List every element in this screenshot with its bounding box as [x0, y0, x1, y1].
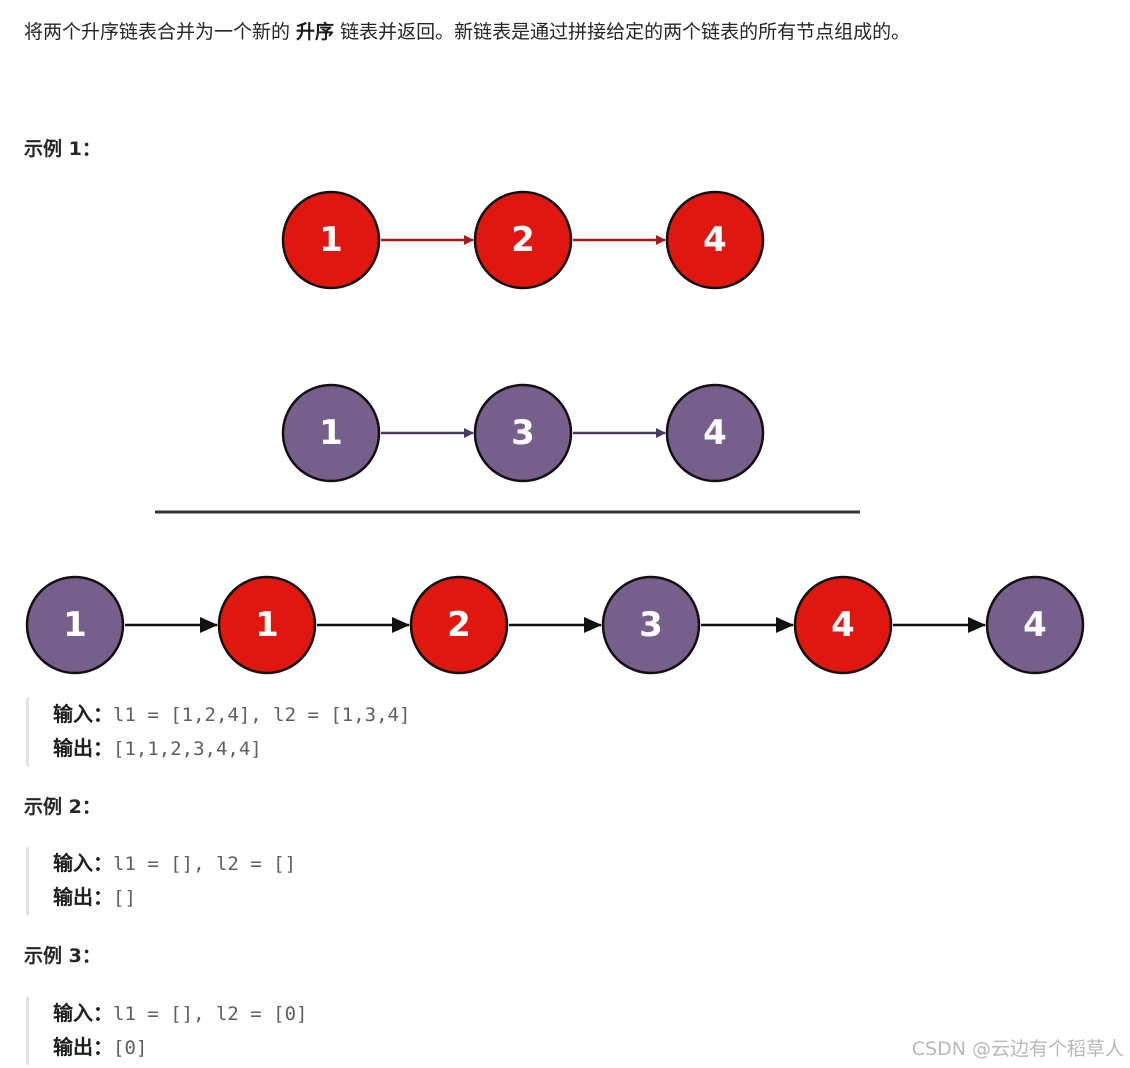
list2-node-1: 1 — [281, 383, 381, 483]
merged-node-4: 3 — [601, 575, 701, 675]
output-value: [0] — [113, 1037, 148, 1059]
output-value: [1,1,2,3,4,4] — [113, 738, 262, 760]
list1-node-1: 1 — [281, 190, 381, 290]
node-circle — [473, 190, 573, 290]
node-value: 3 — [639, 605, 663, 645]
node-circle — [985, 575, 1085, 675]
output-label: 输出： — [53, 885, 113, 909]
list2-node-3: 4 — [665, 383, 765, 483]
example-2-heading: 示例 2： — [24, 796, 101, 818]
merged-node-2: 1 — [217, 575, 317, 675]
example-3-input: 输入：l1 = [], l2 = [0] — [53, 997, 307, 1031]
node-value: 1 — [255, 605, 279, 645]
input-value: l1 = [1,2,4], l2 = [1,3,4] — [113, 704, 411, 726]
example-1-io-block: 输入：l1 = [1,2,4], l2 = [1,3,4] 输出：[1,1,2,… — [26, 698, 410, 766]
merge-lists-diagram: 1 2 4 1 3 4 1 1 2 3 4 4 — [25, 190, 1085, 675]
output-label: 输出： — [53, 736, 113, 760]
node-circle — [217, 575, 317, 675]
node-value: 4 — [1023, 605, 1047, 645]
merged-node-1: 1 — [25, 575, 125, 675]
list1-node-3: 4 — [665, 190, 765, 290]
node-circle — [793, 575, 893, 675]
example-2-input: 输入：l1 = [], l2 = [] — [53, 847, 296, 881]
input-value: l1 = [], l2 = [] — [113, 853, 297, 875]
node-circle — [665, 190, 765, 290]
node-circle — [409, 575, 509, 675]
node-circle — [601, 575, 701, 675]
merged-node-5: 4 — [793, 575, 893, 675]
output-label: 输出： — [53, 1035, 113, 1059]
list1-node-2: 2 — [473, 190, 573, 290]
list2-row: 1 3 4 — [281, 383, 765, 483]
node-value: 4 — [831, 605, 855, 645]
node-value: 1 — [63, 605, 87, 645]
input-label: 输入： — [53, 702, 113, 726]
example-1-input: 输入：l1 = [1,2,4], l2 = [1,3,4] — [53, 698, 410, 732]
list1-row: 1 2 4 — [281, 190, 765, 290]
intro-bold-term: 升序 — [296, 21, 335, 43]
intro-text-start: 将两个升序链表合并为一个新的 — [24, 21, 297, 43]
node-circle — [281, 190, 381, 290]
example-1-heading: 示例 1： — [24, 138, 101, 160]
node-value: 4 — [703, 413, 727, 453]
example-3-output: 输出：[0] — [53, 1031, 307, 1065]
input-label: 输入： — [53, 851, 113, 875]
example-2-io-block: 输入：l1 = [], l2 = [] 输出：[] — [26, 847, 296, 915]
node-value: 1 — [319, 413, 343, 453]
list2-node-2: 3 — [473, 383, 573, 483]
input-value: l1 = [], l2 = [0] — [113, 1003, 308, 1025]
node-value: 4 — [703, 220, 727, 260]
node-value: 3 — [511, 413, 535, 453]
output-value: [] — [113, 887, 136, 909]
node-circle — [665, 383, 765, 483]
example-3-heading: 示例 3： — [24, 945, 101, 967]
node-value: 2 — [447, 605, 471, 645]
node-circle — [25, 575, 125, 675]
merged-list-row: 1 1 2 3 4 4 — [25, 575, 1085, 675]
example-1-output: 输出：[1,1,2,3,4,4] — [53, 732, 410, 766]
node-circle — [473, 383, 573, 483]
node-value: 1 — [319, 220, 343, 260]
merged-node-3: 2 — [409, 575, 509, 675]
intro-text-end: 链表并返回。新链表是通过拼接给定的两个链表的所有节点组成的。 — [334, 21, 911, 43]
node-value: 2 — [511, 220, 535, 260]
problem-description: 将两个升序链表合并为一个新的 升序 链表并返回。新链表是通过拼接给定的两个链表的… — [24, 18, 910, 46]
node-circle — [281, 383, 381, 483]
input-label: 输入： — [53, 1001, 113, 1025]
example-3-io-block: 输入：l1 = [], l2 = [0] 输出：[0] — [26, 997, 307, 1065]
merged-node-6: 4 — [985, 575, 1085, 675]
example-2-output: 输出：[] — [53, 881, 296, 915]
csdn-watermark: CSDN @云边有个稻草人 — [911, 1038, 1124, 1060]
